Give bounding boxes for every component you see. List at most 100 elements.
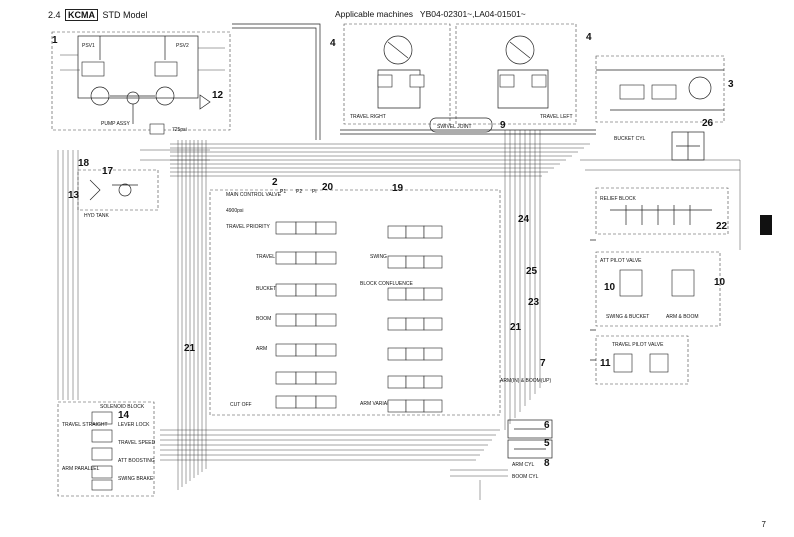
callout-4-left: 4 [586, 32, 592, 43]
swing-bucket-label: SWING & BUCKET [606, 314, 649, 320]
spool-section [315, 251, 337, 265]
recirc-note-label: ARM(IN) & BOOM(UP) [500, 378, 551, 384]
spool-section [387, 399, 407, 413]
spool-section [295, 395, 317, 409]
spool-section [423, 255, 443, 269]
model-name: STD Model [102, 10, 148, 20]
spool-section [405, 255, 425, 269]
boom-valve-label: BOOM [256, 316, 271, 322]
arm-valve-label: ARM [256, 346, 267, 352]
bucket-cyl-label: BUCKET CYL [614, 136, 646, 142]
relief-block: RELIEF BLOCK [595, 187, 729, 235]
callout-26: 26 [702, 118, 714, 129]
pipe-line [590, 239, 596, 361]
spool-section [387, 317, 407, 331]
applicable-machines: Applicable machines YB04-02301~,LA04-015… [335, 9, 526, 19]
spool-section [423, 317, 443, 331]
travel-right-label: TRAVEL RIGHT [350, 114, 386, 120]
lever-lock-label: LEVER LOCK [118, 422, 150, 428]
spool-section [423, 347, 443, 361]
bucket-valve-label: BUCKET [256, 286, 276, 292]
callout-21-left: 21 [184, 343, 196, 354]
swivel-label: SWIVEL JOINT [437, 124, 472, 130]
spool-section [405, 225, 425, 239]
spool-section [275, 221, 297, 235]
spool-section [387, 255, 407, 269]
page-number: 7 [761, 520, 766, 529]
hydraulic-tank: HYD TANK [77, 169, 159, 219]
boom-cyl-label: BOOM CYL [512, 474, 539, 480]
main-control-valve: MAIN CONTROL VALVE 4900psi TRAVEL PRIORI… [209, 189, 501, 416]
spool-section [275, 343, 297, 357]
arm-boom-cylinders: ARM CYL BOOM CYL ARM(IN) & BOOM(UP) [500, 378, 553, 480]
brand-box: KCMA [65, 9, 99, 21]
travel-straight-label: TRAVEL STRAIGHT [62, 422, 108, 428]
callout-13: 13 [68, 190, 80, 201]
spool-section [423, 399, 443, 413]
callout-1: 1 [52, 35, 58, 46]
spool-section [315, 371, 337, 385]
psv1-label: PSV1 [82, 43, 95, 49]
spool-section [275, 283, 297, 297]
bucket-cylinder: BUCKET CYL [614, 131, 705, 161]
spool-section [315, 343, 337, 357]
arm-boom-label: ARM & BOOM [666, 314, 699, 320]
spool-section [387, 347, 407, 361]
swing-brake-label: SWING BRAKE [118, 476, 154, 482]
hyd-tank-label: HYD TANK [84, 213, 109, 219]
applicable-label: Applicable machines [335, 9, 413, 19]
swivel-joint: SWIVEL JOINT [429, 117, 493, 133]
spool-section [405, 287, 425, 301]
spool-section [315, 313, 337, 327]
callout-23: 23 [528, 297, 540, 308]
pipe-line [340, 129, 596, 135]
callout-20: 20 [322, 182, 334, 193]
piping-network [57, 23, 741, 500]
spool-section [405, 317, 425, 331]
att-boosting-label: ATT BOOSTING [118, 458, 155, 464]
arm-parallel-label: ARM PARALLEL [62, 466, 100, 472]
travel-left-label: TRAVEL LEFT [540, 114, 573, 120]
callout-7: 7 [540, 358, 546, 369]
callout-9: 9 [500, 120, 506, 131]
callout-5: 5 [544, 438, 550, 449]
relief-block-label: RELIEF BLOCK [600, 196, 637, 202]
pump-assy-label: PUMP ASSY [101, 121, 130, 127]
spool-stack [275, 221, 443, 413]
section-tab-marker [760, 215, 772, 235]
callout-14: 14 [118, 410, 130, 421]
section-number: 2.4 [48, 10, 61, 20]
spool-section [315, 395, 337, 409]
spool-section [295, 371, 317, 385]
callout-24: 24 [518, 214, 530, 225]
callout-10-right: 10 [714, 277, 726, 288]
spool-section [423, 375, 443, 389]
block-confluence-label: BLOCK CONFLUENCE [360, 281, 413, 287]
spool-section [295, 221, 317, 235]
travel-motor-right: TRAVEL RIGHT [343, 23, 451, 125]
spool-section [387, 375, 407, 389]
pipe-line [580, 159, 741, 250]
spool-section [295, 313, 317, 327]
spool-section [275, 313, 297, 327]
callout-12: 12 [212, 90, 224, 101]
spool-section [405, 399, 425, 413]
spool-section [275, 251, 297, 265]
spool-section [275, 371, 297, 385]
callout-18: 18 [78, 158, 90, 169]
callout-6: 6 [544, 420, 550, 431]
solenoid-block-label: SOLENOID BLOCK [100, 404, 145, 410]
applicable-serials: YB04-02301~,LA04-01501~ [419, 9, 526, 19]
callout-numbers: 1 2 3 4 4 6 5 7 8 9 10 10 11 12 13 14 17… [52, 32, 734, 469]
spool-section [387, 287, 407, 301]
spool-section [387, 225, 407, 239]
travel-speed-label: TRAVEL SPEED [118, 440, 156, 446]
pipe-line [450, 469, 508, 500]
callout-11: 11 [600, 358, 611, 369]
spool-section [295, 283, 317, 297]
travel-priority-label: TRAVEL PRIORITY [226, 224, 271, 230]
spool-section [295, 251, 317, 265]
solenoid-block: SOLENOID BLOCK TRAVEL STRAIGHT ARM PARAL… [57, 401, 156, 497]
spool-section [405, 375, 425, 389]
